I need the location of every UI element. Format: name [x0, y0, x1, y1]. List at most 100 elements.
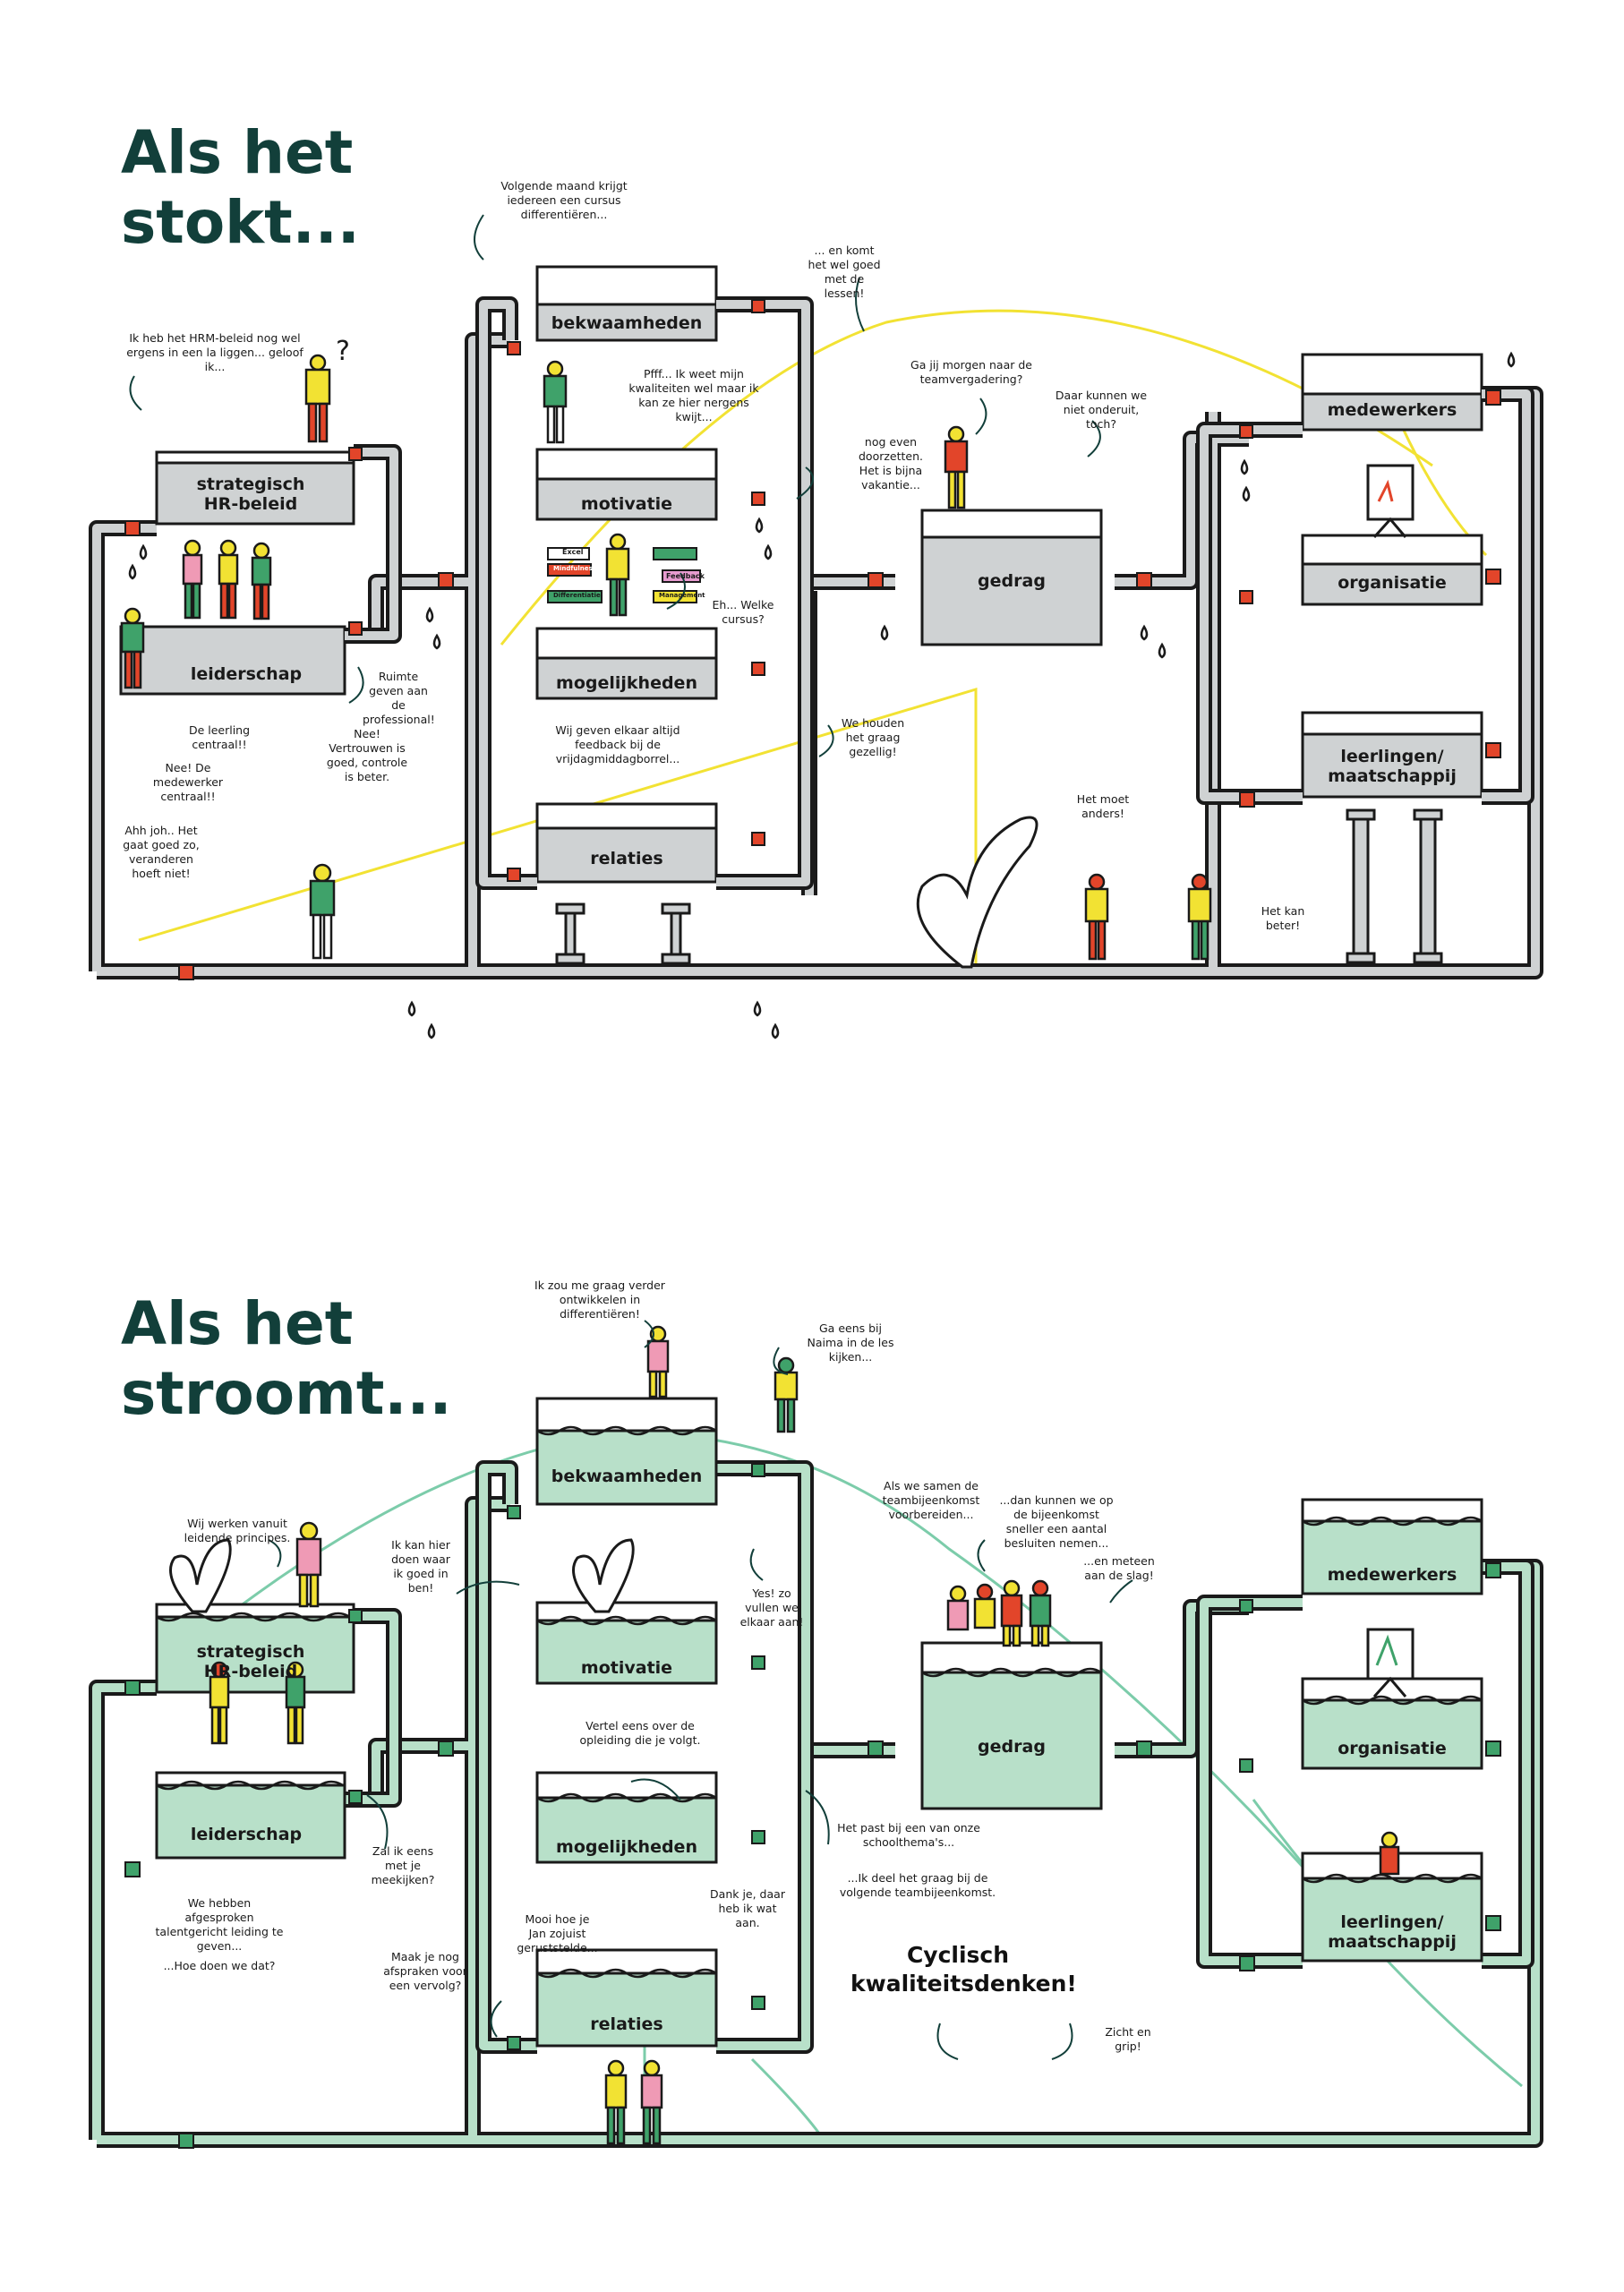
label-mogelijkheden-bottom: mogelijkheden — [556, 1837, 697, 1857]
tank-leerlingen-bottom — [1301, 1874, 1483, 1963]
bubble-schoolthema: Het past bij een van onze schoolthema's.… — [837, 1821, 980, 1849]
tank-motivatie-top — [535, 477, 718, 521]
bottom-tanks — [155, 1429, 1483, 2048]
top-flipchart — [1366, 464, 1415, 539]
bubble-onderuit: Daar kunnen we niet onderuit, toch? — [1055, 389, 1148, 431]
bubble-jan: Mooi hoe je Jan zojuist geruststelde... — [517, 1912, 598, 1954]
tank-hr-bottom — [155, 1610, 355, 1694]
label-leerlingen-top: leerlingen/ maatschappij — [1328, 747, 1457, 786]
bubble-vakantie: nog even doorzetten. Het is bijna vakant… — [858, 435, 923, 492]
bubble-dank-je: Dank je, daar heb ik wat aan. — [710, 1887, 785, 1929]
label-organisatie-top: organisatie — [1338, 573, 1447, 593]
figure-head — [309, 354, 327, 372]
tank-medewerkers-top — [1301, 392, 1483, 432]
top-stands — [555, 808, 1443, 965]
tank-leerlingen-top — [1301, 732, 1483, 799]
sign-mindfulness: Mindfulness — [553, 565, 596, 572]
label-leiderschap-bottom: leiderschap — [190, 1825, 303, 1844]
bubble-veranderen: Ahh joh.. Het gaat goed zo, veranderen h… — [123, 824, 200, 880]
bubble-leerling-centraal: De leerling centraal!! — [188, 723, 251, 751]
bottom-figures — [209, 1325, 1400, 2145]
tank-gedrag-top — [920, 535, 1103, 646]
top-figures — [120, 354, 1212, 961]
tank-leiderschap-top — [119, 625, 346, 696]
bubble-hoe-doen-we: ...Hoe doen we dat? — [163, 1959, 276, 1972]
bubble-vervolg: Maak je nog afspraken voor een vervolg? — [383, 1950, 467, 1992]
top-speech-lines — [129, 214, 1101, 757]
bubble-medewerker-centraal: Nee! De medewerker centraal!! — [152, 761, 224, 803]
bubble-question-mark: ? — [336, 336, 350, 367]
bubble-kwaliteiten: Pfff... Ik weet mijn kwaliteiten wel maa… — [628, 367, 759, 423]
label-mogelijkheden-top: mogelijkheden — [556, 673, 697, 693]
label-leerlingen-bottom: leerlingen/ maatschappij — [1328, 1912, 1457, 1952]
bubble-welke-cursus: Eh... Welke cursus? — [712, 598, 774, 626]
bubble-hrm-la: Ik heb het HRM-beleid nog wel ergens in … — [126, 331, 303, 373]
bottom-diagram: strategisch HR-beleid leiderschap bekwaa… — [0, 1164, 1624, 2149]
bubble-moet-anders: Het moet anders! — [1076, 792, 1130, 820]
bottom-splashes — [169, 1538, 635, 1613]
label-gedrag-top: gedrag — [978, 571, 1046, 591]
label-bekwaamheden-bottom: bekwaamheden — [551, 1467, 703, 1486]
bottom-waves — [156, 1425, 1483, 1979]
label-motivatie-bottom: motivatie — [580, 1658, 673, 1678]
bubble-meekijken: Zal ik eens met je meekijken? — [371, 1844, 435, 1886]
cyclisch-kwaliteitsdenken: Cyclisch kwaliteitsdenken! — [850, 1942, 1077, 1997]
sign-differentiatie: Differentiatie — [553, 592, 601, 599]
label-relaties-top: relaties — [590, 849, 663, 868]
bubble-delen: ...Ik deel het graag bij de volgende tea… — [839, 1871, 996, 1899]
bottom-title: Als het stroomt... — [121, 1289, 452, 1429]
bubble-lessen: ... en komt het wel goed met de lessen! — [808, 244, 881, 300]
label-hr-top: strategisch HR-beleid — [196, 475, 305, 514]
bubble-aanvullen: Yes! zo vullen we elkaar aan! — [739, 1586, 804, 1629]
tank-leiderschap-bottom — [155, 1780, 346, 1860]
top-water-drops — [128, 351, 1516, 1039]
bottom-title-line1: Als het — [121, 1289, 354, 1358]
bottom-title-line2: stroomt... — [121, 1359, 452, 1428]
sign-management: Management — [659, 592, 705, 599]
top-title-line2: stokt... — [121, 188, 360, 257]
label-organisatie-bottom: organisatie — [1338, 1739, 1447, 1758]
top-signpost — [547, 547, 701, 603]
bubble-ontwikkelen: Ik zou me graag verder ontwikkelen in di… — [534, 1279, 665, 1321]
bubble-talentgericht: We hebben afgesproken talentgericht leid… — [155, 1896, 284, 1953]
tank-mogelijkheden-top — [535, 656, 718, 700]
label-hr-bottom: strategisch HR-beleid — [196, 1642, 305, 1681]
label-motivatie-top: motivatie — [580, 494, 673, 514]
sign-feedback: Feedback — [666, 572, 705, 580]
tank-relaties-bottom — [535, 1963, 718, 2048]
top-title-line1: Als het — [121, 118, 354, 187]
bubble-besluiten: ...dan kunnen we op de bijeenkomst snell… — [999, 1493, 1114, 1550]
top-fountain — [916, 816, 1039, 969]
bubble-aan-de-slag: ...en meteen aan de slag! — [1083, 1554, 1155, 1582]
bottom-valves — [124, 1463, 1501, 2149]
label-relaties-bottom: relaties — [590, 2014, 663, 2034]
bubble-naima: Ga eens bij Naima in de les kijken... — [807, 1321, 894, 1364]
bubble-cursus: Volgende maand krijgt iedereen een cursu… — [500, 179, 628, 221]
bubble-leidende-principes: Wij werken vanuit leidende principes. — [184, 1517, 291, 1544]
top-pipe-network — [89, 214, 1543, 1039]
bubble-opleiding: Vertel eens over de opleiding die je vol… — [579, 1719, 701, 1747]
bubble-teamvergadering: Ga jij morgen naar de teamvergadering? — [910, 358, 1032, 386]
top-diagram: strategisch HR-beleid leiderschap bekwaa… — [0, 0, 1624, 1039]
bottom-flipchart — [1366, 1628, 1415, 1698]
tank-mogelijkheden-bottom — [535, 1789, 718, 1864]
bubble-feedback-borrel: Wij geven elkaar altijd feedback bij de … — [555, 723, 680, 765]
bubble-goed-in: Ik kan hier doen waar ik goed in ben! — [391, 1538, 450, 1595]
tank-bekwaamheden-top — [535, 303, 718, 342]
top-title: Als het stokt... — [121, 118, 360, 258]
bubble-zicht-grip: Zicht en grip! — [1105, 2025, 1151, 2053]
sign-excel: Excel — [562, 548, 584, 556]
bubble-teambijeenkomst: Als we samen de teambijeenkomst voorbere… — [882, 1479, 980, 1521]
bubble-ruimte: Ruimte geven aan de professional! — [363, 670, 435, 726]
label-bekwaamheden-top: bekwaamheden — [551, 313, 703, 333]
label-medewerkers-top: medewerkers — [1327, 400, 1457, 420]
tank-organisatie-top — [1301, 562, 1483, 606]
bottom-pipe-network — [89, 1320, 1543, 2149]
bottom-speech-lines — [268, 1320, 1133, 2060]
label-leiderschap-top: leiderschap — [190, 664, 303, 684]
label-medewerkers-bottom: medewerkers — [1327, 1565, 1457, 1585]
bubble-gezellig: We houden het graag gezellig! — [841, 716, 905, 758]
bubble-kan-beter: Het kan beter! — [1261, 904, 1305, 932]
bubble-vertrouwen: Nee! Vertrouwen is goed, controle is bet… — [326, 727, 408, 783]
label-gedrag-bottom: gedrag — [978, 1737, 1046, 1757]
